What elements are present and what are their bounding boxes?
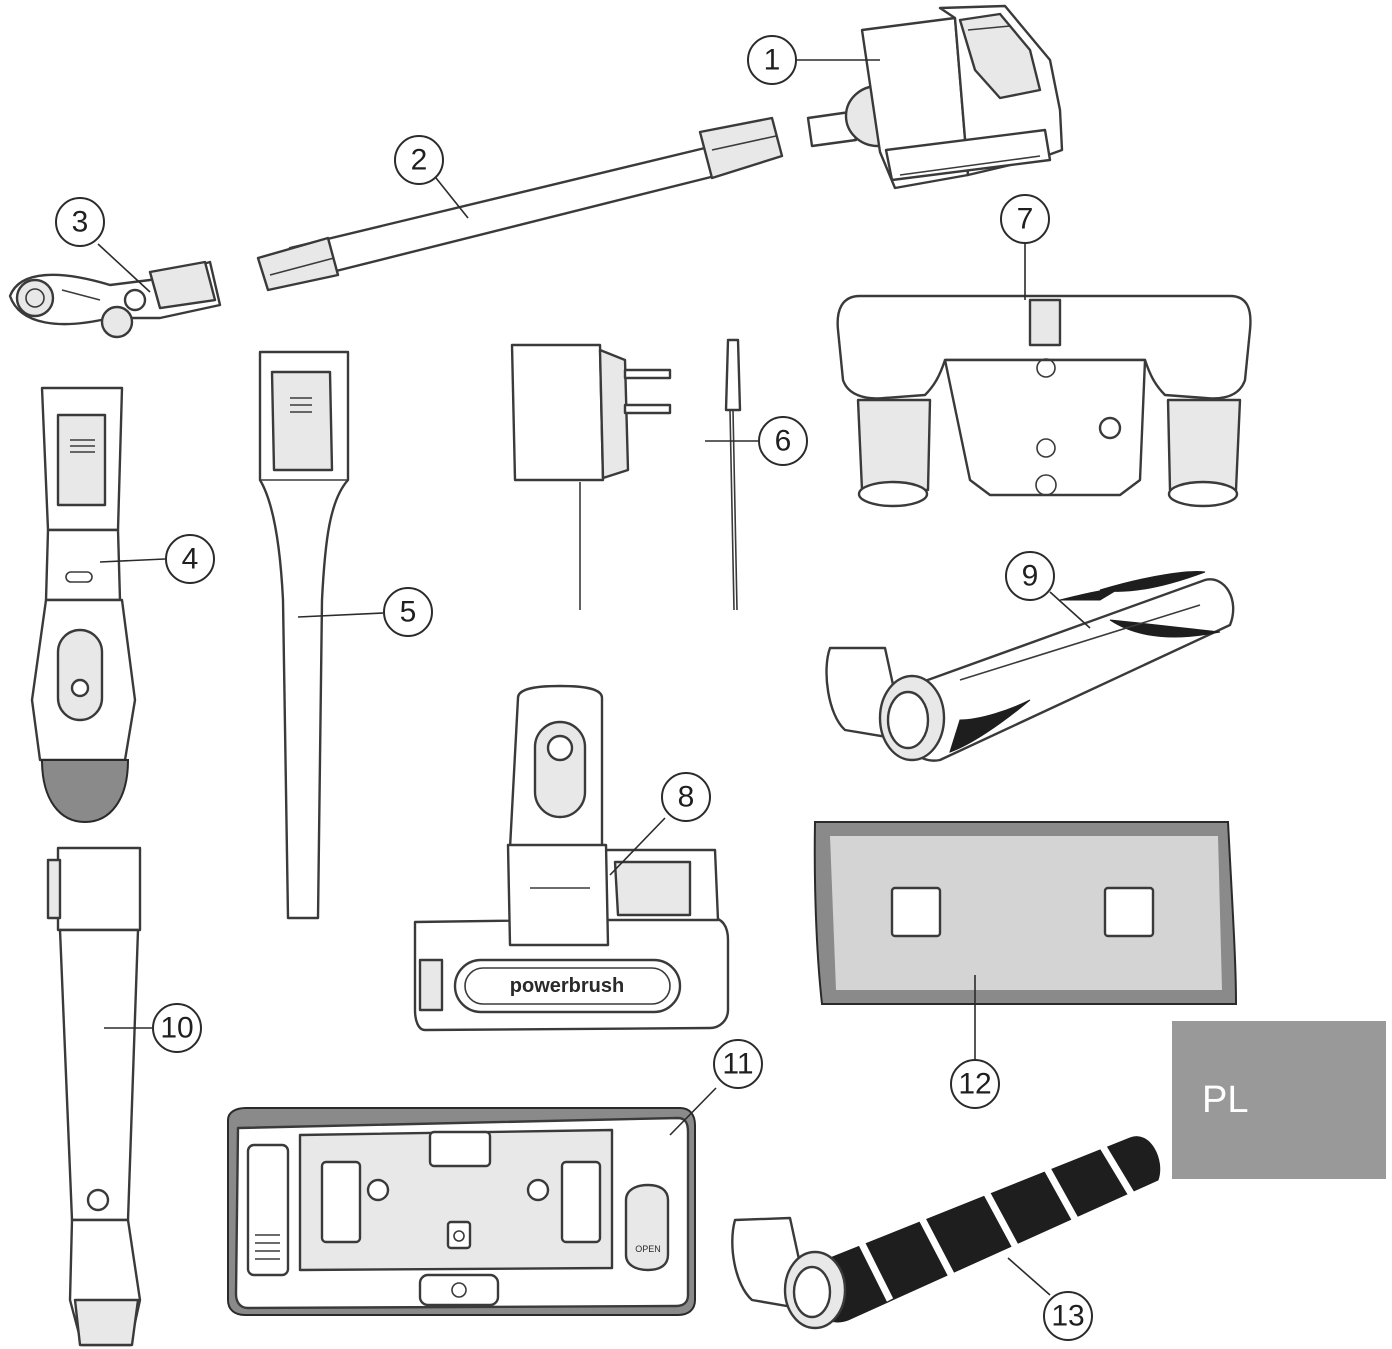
callout-12: 12 [950, 1059, 1000, 1109]
callout-2-label: 2 [411, 144, 428, 177]
callout-13-label: 13 [1051, 1300, 1084, 1333]
open-button-label: OPEN [635, 1244, 661, 1254]
callout-6-label: 6 [775, 425, 792, 458]
language-badge-label: PL [1202, 1079, 1249, 1121]
callout-12-label: 12 [958, 1068, 991, 1101]
callout-8: 8 [661, 772, 711, 822]
callout-11-label: 11 [722, 1048, 753, 1081]
part-11-mop-tank: OPEN [227, 1107, 696, 1316]
callout-1-label: 1 [764, 44, 781, 77]
callout-5: 5 [383, 587, 433, 637]
language-badge: PL [1172, 1021, 1386, 1179]
callout-9: 9 [1005, 551, 1055, 601]
powerbrush-brand-label: powerbrush [510, 975, 624, 997]
callout-4: 4 [165, 534, 215, 584]
callouts: 1 2 3 4 5 6 7 8 9 10 11 12 13 [55, 35, 1093, 1341]
leader-lines [97, 59, 1091, 1296]
callout-9-label: 9 [1022, 560, 1039, 593]
callout-7: 7 [1000, 194, 1050, 244]
part-9-roller-brush [825, 571, 1235, 762]
callout-2: 2 [394, 135, 444, 185]
part-10-long-tool [46, 846, 142, 1347]
callout-5-label: 5 [400, 596, 417, 629]
part-7-mop-adapter [836, 294, 1252, 508]
callout-8-label: 8 [678, 781, 695, 814]
part-2-extension-tube [256, 116, 784, 292]
callout-13: 13 [1043, 1291, 1093, 1341]
callout-3-label: 3 [72, 206, 89, 239]
part-8-powerbrush [413, 684, 730, 1032]
part-12-mop-cloth [813, 821, 1238, 1005]
part-4-dusting-brush [30, 386, 137, 824]
callout-1: 1 [747, 35, 797, 85]
callout-11: 11 [713, 1039, 763, 1089]
callout-10: 10 [152, 1003, 202, 1053]
part-1-main-unit [806, 4, 1064, 190]
part-6-charger [510, 338, 742, 611]
callout-4-label: 4 [182, 543, 199, 576]
part-5-crevice-tool [258, 350, 350, 920]
callout-6: 6 [758, 416, 808, 466]
part-13-soft-roller [731, 1136, 1161, 1330]
callout-3: 3 [55, 197, 105, 247]
callout-7-label: 7 [1017, 203, 1034, 236]
callout-10-label: 10 [160, 1012, 193, 1045]
part-3-mini-brush [8, 260, 222, 339]
